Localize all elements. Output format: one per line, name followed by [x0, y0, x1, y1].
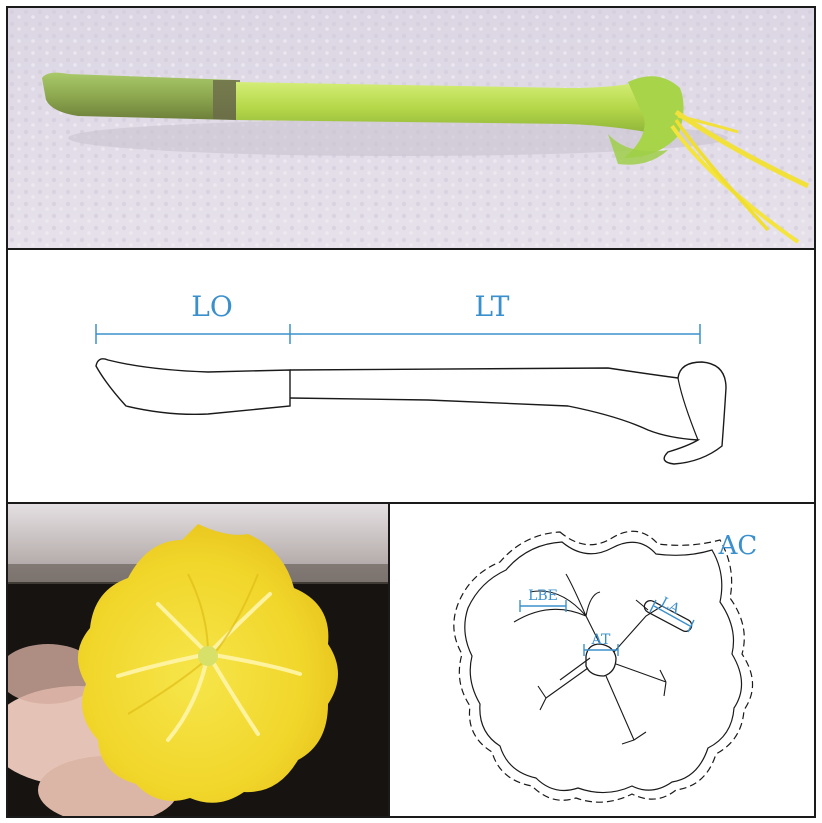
lo-label: LO	[191, 290, 233, 323]
ovary-outline	[96, 359, 290, 414]
corolla-outline	[465, 542, 742, 793]
la-label: LA	[658, 594, 683, 618]
stalk-diagram-panel: LO LT	[6, 248, 816, 504]
stalk-photo	[8, 8, 814, 248]
corolla-dashed-outline	[454, 531, 753, 802]
lt-label: LT	[475, 290, 510, 323]
flower-photo	[8, 504, 388, 816]
anther-center	[586, 644, 616, 676]
stalk-photo-panel	[6, 6, 816, 250]
stalk-diagram: LO LT	[8, 250, 814, 502]
tube-outline	[290, 362, 726, 464]
flower-diagram-panel: AC LBE AT LA	[388, 502, 816, 818]
ac-label: AC	[718, 531, 758, 561]
at-label: AT	[591, 632, 611, 648]
flower-photo-panel	[6, 502, 390, 818]
flower-diagram: AC LBE AT LA	[390, 504, 814, 816]
lbe-label: LBE	[528, 588, 558, 604]
